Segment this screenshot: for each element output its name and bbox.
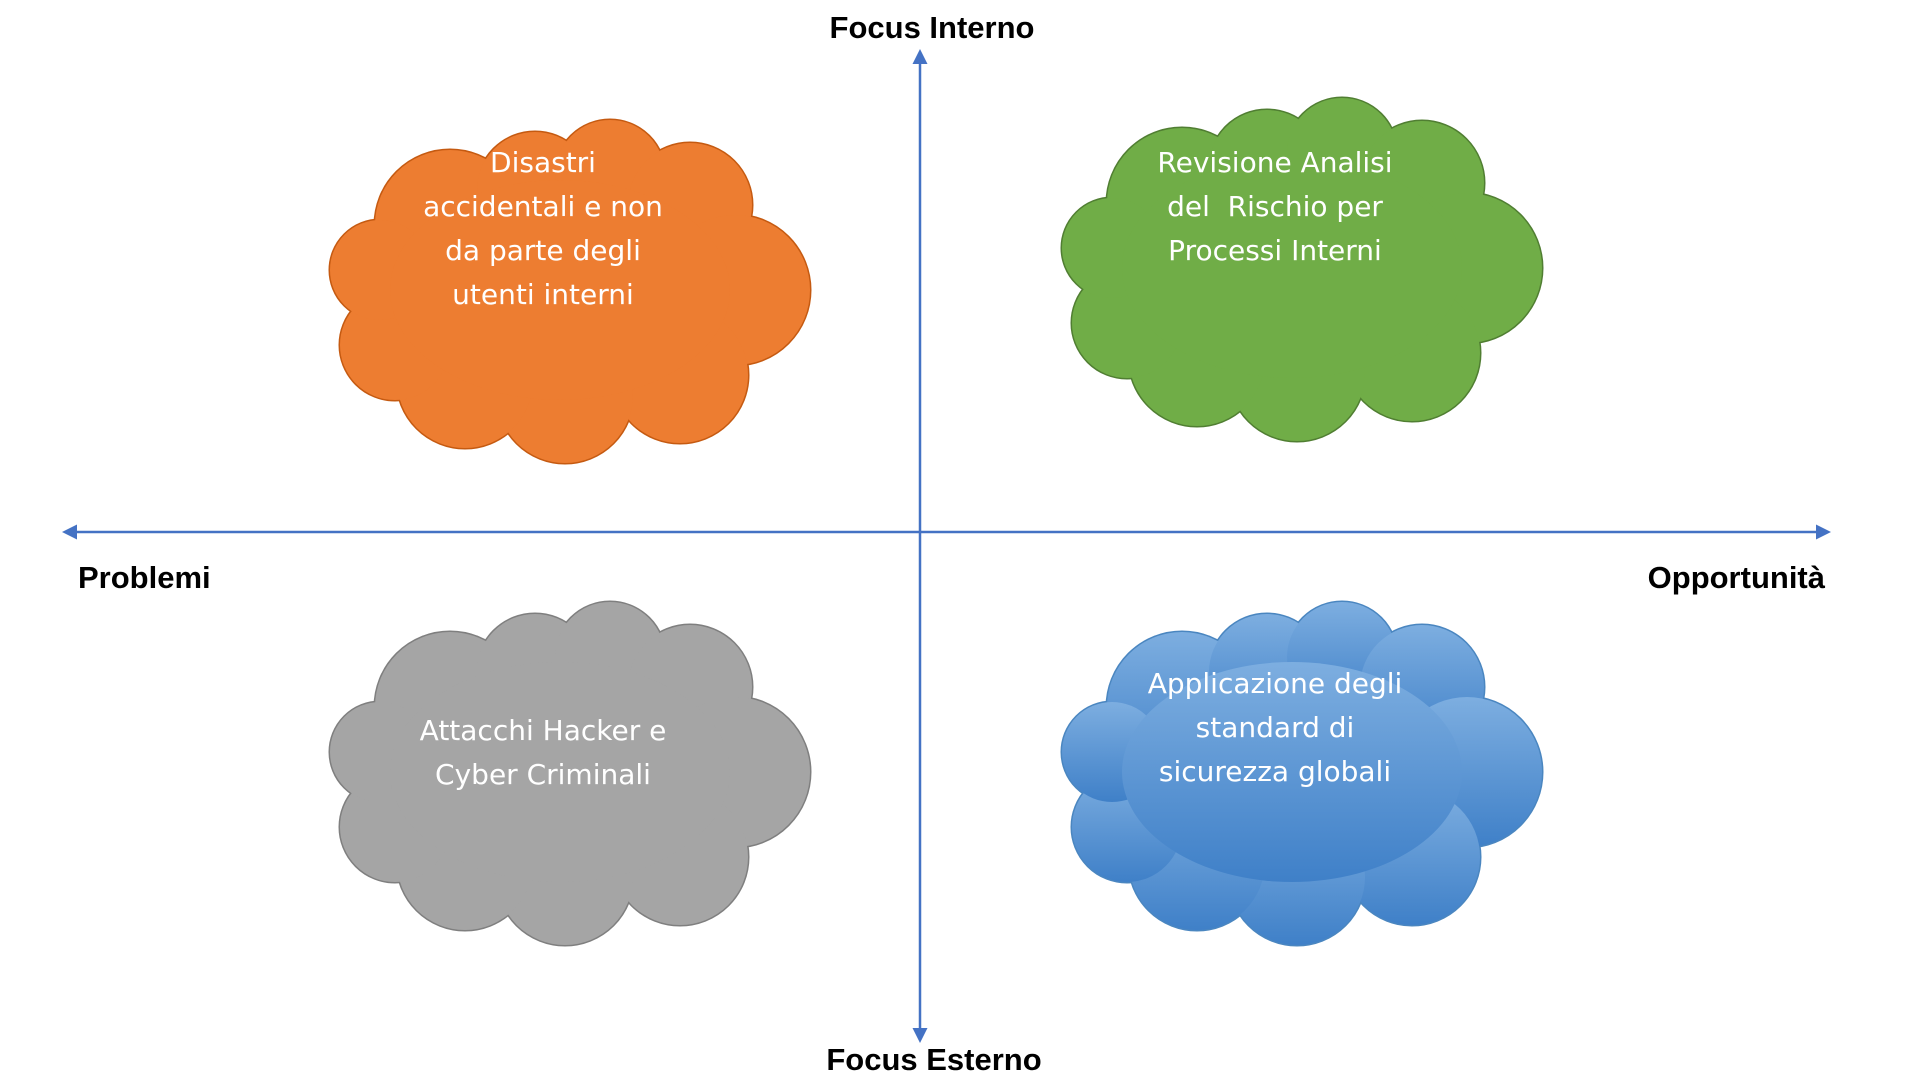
cloud-top-left-shape: [328, 118, 812, 465]
cloud-bottom-left: Attacchi Hacker e Cyber Criminali: [328, 600, 812, 947]
cloud-bottom-right-text: Applicazione degli standard di sicurezza g…: [1148, 667, 1403, 788]
axis-label-right: Opportunità: [1648, 560, 1826, 595]
cloud-top-left-line: Disastri: [490, 146, 596, 179]
cloud-bottom-right-fill: [1062, 602, 1542, 945]
cloud-top-left-line: da parte degli: [445, 234, 641, 267]
cloud-top-left-line: utenti interni: [452, 278, 634, 311]
cloud-bottom-right-shape: [1060, 600, 1544, 947]
cloud-bottom-left-shape: [328, 600, 812, 947]
cloud-bottom-right-line: standard di: [1196, 711, 1355, 744]
cloud-top-right-line: del Rischio per: [1167, 190, 1383, 223]
cloud-bottom-left-fill: [330, 602, 810, 945]
axis-label-top: Focus Interno: [830, 10, 1035, 45]
cloud-bottom-right-line: Applicazione degli: [1148, 667, 1403, 700]
axis-label-left: Problemi: [78, 560, 211, 595]
cloud-top-left-text: Disastri accidentali e non da parte degli u…: [423, 146, 663, 311]
cloud-bottom-right-line: sicurezza globali: [1159, 755, 1391, 788]
cloud-bottom-right: Applicazione degli standard di sicurezza g…: [1060, 600, 1544, 947]
cloud-top-right-fill: [1062, 98, 1542, 441]
cloud-top-right-shape: [1060, 96, 1544, 443]
cloud-top-left: Disastri accidentali e non da parte degli u…: [328, 118, 812, 465]
cloud-bottom-left-line: Cyber Criminali: [435, 758, 651, 791]
axis-label-bottom: Focus Esterno: [826, 1042, 1041, 1077]
cloud-top-left-fill: [330, 120, 810, 463]
cloud-bottom-left-line: Attacchi Hacker e: [420, 714, 667, 747]
cloud-top-left-line: accidentali e non: [423, 190, 663, 223]
cloud-top-right-line: Processi Interni: [1168, 234, 1382, 267]
cloud-bottom-left-text: Attacchi Hacker e Cyber Criminali: [420, 714, 667, 791]
cloud-top-right-line: Revisione Analisi: [1157, 146, 1392, 179]
